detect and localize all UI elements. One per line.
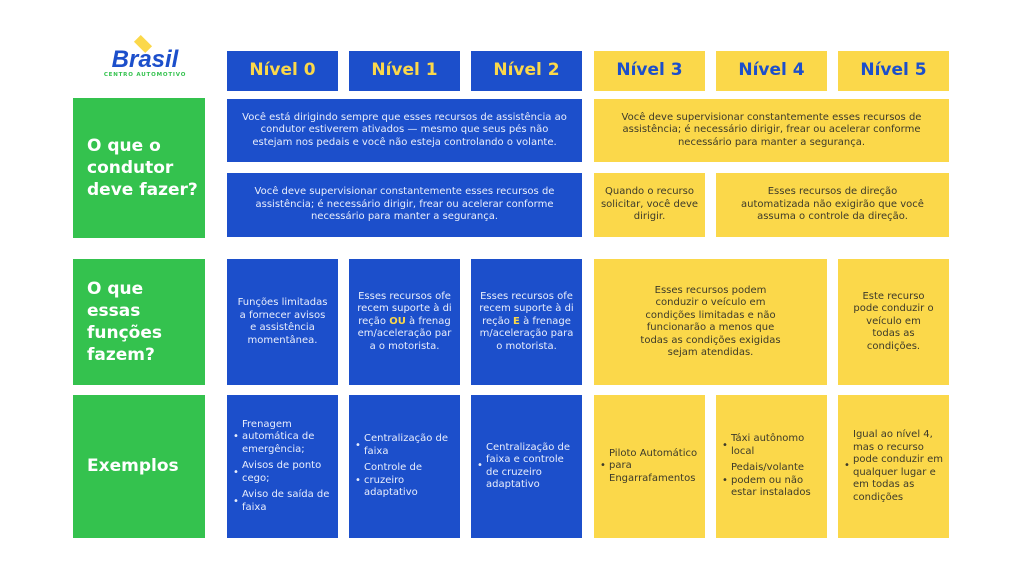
logo-subtitle: CENTRO AUTOMOTIVO — [103, 72, 187, 78]
driver-level-3: Quando o recurso solicitar, você deve di… — [594, 173, 705, 237]
header-level-3: Nível 3 — [594, 51, 705, 91]
row-label-examples: Exemplos — [73, 395, 205, 538]
examples-level-4: Táxi autônomo local Pedais/volante podem… — [716, 395, 827, 538]
header-level-1: Nível 1 — [349, 51, 460, 91]
list-item: Centralização de faixa — [355, 433, 454, 458]
text: Esses recursos oferecem suporte à direçã… — [357, 290, 452, 327]
examples-level-1: Centralização de faixa Controle de cruze… — [349, 395, 460, 538]
row-label-functions: O que essas funções fazem? — [73, 259, 205, 385]
header-level-0: Nível 0 — [227, 51, 338, 91]
header-level-2: Nível 2 — [471, 51, 582, 91]
list-item: Aviso de saída de faixa — [233, 489, 332, 514]
list-item: Controle de cruzeiro adaptativo — [355, 462, 454, 500]
list-item: Centralização de faixa e controle de cru… — [477, 442, 576, 492]
driver-level-1-2: Você deve supervisionar constantemente e… — [227, 173, 582, 237]
list-item: Pedais/volante podem ou não estar instal… — [722, 462, 821, 500]
functions-level-1: Esses recursos oferecem suporte à direçã… — [349, 259, 460, 385]
text: à frenagem/aceleração para o motorista. — [479, 315, 574, 352]
brasil-logo: Brasil CENTRO AUTOMOTIVO — [90, 34, 200, 86]
highlight-e: E — [513, 315, 520, 327]
functions-level-2: Esses recursos oferecem suporte à direçã… — [471, 259, 582, 385]
examples-level-2: Centralização de faixa e controle de cru… — [471, 395, 582, 538]
examples-level-0: Frenagem automática de emergência; Aviso… — [227, 395, 338, 538]
functions-level-5: Este recurso pode conduzir o veículo em … — [838, 259, 949, 385]
driver-level-0: Você está dirigindo sempre que esses rec… — [227, 99, 582, 162]
highlight-ou: OU — [389, 315, 406, 327]
list-item: Igual ao nível 4, mas o recurso pode con… — [844, 429, 943, 504]
header-level-4: Nível 4 — [716, 51, 827, 91]
header-level-5: Nível 5 — [838, 51, 949, 91]
text: Esses recursos oferecem suporte à direçã… — [479, 290, 574, 327]
examples-level-5: Igual ao nível 4, mas o recurso pode con… — [838, 395, 949, 538]
functions-level-0: Funções limitadas a fornecer avisos e as… — [227, 259, 338, 385]
list-item: Avisos de ponto cego; — [233, 460, 332, 485]
list-item: Frenagem automática de emergência; — [233, 419, 332, 457]
driver-level-3-5: Você deve supervisionar constantemente e… — [594, 99, 949, 162]
text: à frenagem/aceleração para o motorista. — [357, 315, 452, 352]
list-item: Piloto Automático para Engarrafamentos — [600, 448, 699, 486]
driver-level-4-5: Esses recursos de direção automatizada n… — [716, 173, 949, 237]
row-label-driver: O que o condutor deve fazer? — [73, 98, 205, 238]
functions-level-3-4: Esses recursos podem conduzir o veículo … — [594, 259, 827, 385]
list-item: Táxi autônomo local — [722, 433, 821, 458]
examples-level-3: Piloto Automático para Engarrafamentos — [594, 395, 705, 538]
